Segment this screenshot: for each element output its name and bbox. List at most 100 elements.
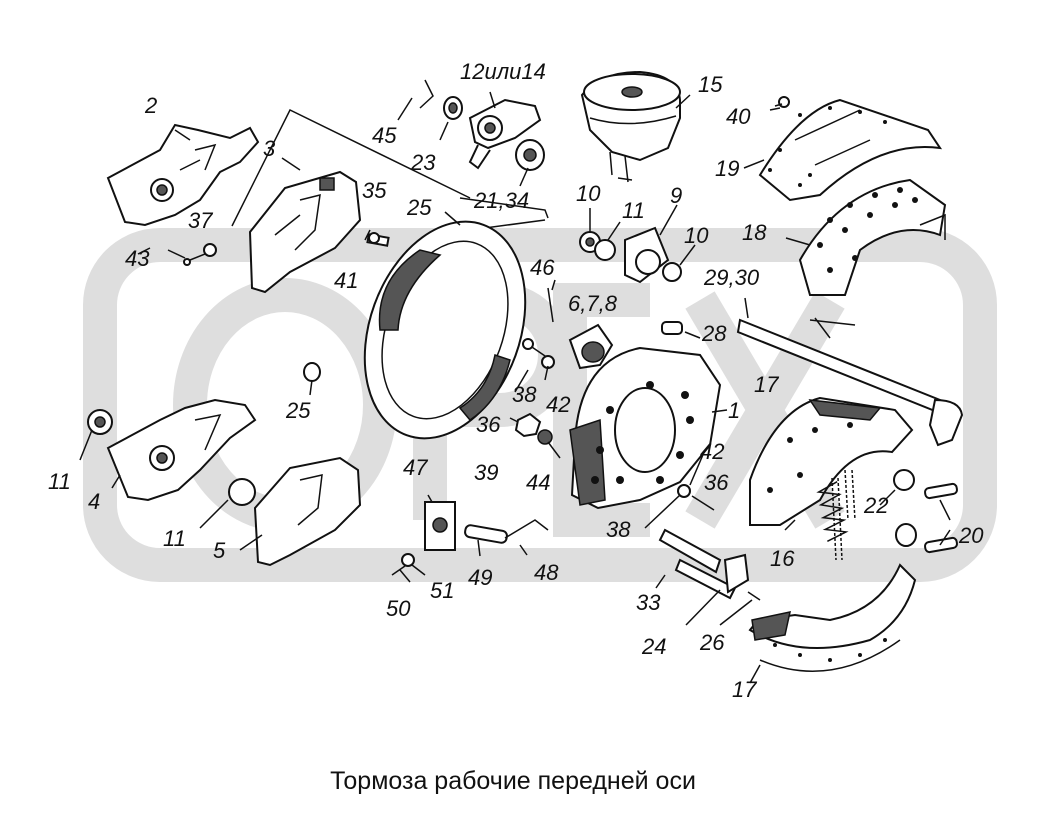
label-42-upper: 42 [546, 392, 570, 417]
label-21-34: 21,34 [473, 188, 529, 213]
label-23: 23 [410, 150, 436, 175]
label-19: 19 [715, 156, 739, 181]
bushing-22-upper [893, 469, 915, 491]
brake-shoe-17-lower [748, 563, 917, 672]
label-38-upper: 38 [512, 382, 537, 407]
link-plate-24 [723, 553, 750, 594]
bushing-22-lower [895, 523, 917, 547]
nut-39 [514, 412, 542, 438]
bushing-10-right [662, 262, 682, 282]
label-25-left: 25 [285, 398, 311, 423]
flange-9 [624, 226, 670, 284]
dust-shield-25 [363, 220, 527, 440]
label-9: 9 [670, 183, 682, 208]
label-33: 33 [636, 590, 661, 615]
label-22: 22 [863, 493, 888, 518]
label-17-lower: 17 [732, 677, 757, 702]
label-45: 45 [372, 123, 397, 148]
label-15: 15 [698, 72, 723, 97]
bolt-50-51 [391, 553, 415, 576]
label-37: 37 [188, 208, 213, 233]
label-1: 1 [728, 398, 740, 423]
camshaft-29-30 [736, 317, 964, 447]
watermark-frame [83, 228, 997, 582]
label-51: 51 [430, 578, 454, 603]
label-3: 3 [263, 136, 276, 161]
label-17-upper: 17 [754, 372, 779, 397]
bushing-11-upper [594, 239, 616, 261]
label-36-right: 36 [704, 470, 729, 495]
part-4-bracket-lower [106, 398, 257, 502]
brake-shoe-17-upper [749, 396, 914, 526]
bolt-35-41 [366, 232, 390, 247]
label-11-left: 11 [48, 469, 71, 494]
group-bracket-lines [231, 108, 549, 229]
label-5: 5 [213, 538, 226, 563]
spring-16 [816, 469, 856, 561]
pins-20 [924, 482, 958, 554]
label-11-lower: 11 [163, 526, 186, 551]
label-2: 2 [144, 93, 157, 118]
pin-49 [464, 524, 508, 544]
label-41: 41 [334, 268, 358, 293]
adjuster-lever-12-14 [468, 98, 542, 170]
sleeve-21-34 [515, 139, 545, 171]
label-35: 35 [362, 178, 387, 203]
plug-28 [661, 321, 683, 335]
label-42-lower: 42 [700, 439, 724, 464]
label-40: 40 [726, 104, 751, 129]
label-44: 44 [526, 470, 550, 495]
part-labels: 2 3 37 43 35 41 45 23 12или14 21,34 15 4… [48, 59, 984, 702]
brake-lining-19 [758, 98, 943, 202]
label-43: 43 [125, 246, 150, 271]
brake-lining-18 [798, 178, 947, 296]
washer-44 [537, 429, 553, 445]
washer-23 [443, 96, 463, 120]
part-2-bracket-upper [106, 123, 260, 227]
plate-47 [424, 501, 456, 551]
label-48: 48 [534, 560, 559, 585]
shaft-33 [658, 528, 737, 600]
label-49: 49 [468, 565, 492, 590]
nut-42-lower [677, 484, 691, 498]
pin-45 [419, 79, 434, 109]
screw-40 [774, 96, 790, 108]
label-20: 20 [958, 523, 984, 548]
label-39: 39 [474, 460, 498, 485]
diagram-caption: Тормоза рабочие передней оси [330, 767, 696, 795]
bushing-11-left-lower [228, 478, 256, 506]
label-29-30: 29,30 [703, 265, 760, 290]
bolt-36-lower [691, 495, 715, 511]
bushing-25-left [303, 362, 321, 382]
label-24: 24 [641, 634, 666, 659]
label-26: 26 [699, 630, 725, 655]
label-46: 46 [530, 255, 555, 280]
label-10-right: 10 [684, 223, 709, 248]
label-36-left: 36 [476, 412, 501, 437]
label-12-or-14: 12или14 [460, 59, 546, 84]
label-47: 47 [403, 455, 428, 480]
label-6-7-8: 6,7,8 [568, 291, 618, 316]
brake-chamber-15 [580, 70, 681, 183]
label-4: 4 [88, 489, 100, 514]
label-38-lower: 38 [606, 517, 631, 542]
bolt-37-43 [183, 243, 217, 266]
label-18: 18 [742, 220, 767, 245]
label-11-upper: 11 [622, 198, 645, 223]
bushing-11-left-upper [87, 409, 113, 435]
label-50: 50 [386, 596, 411, 621]
bolt-38-upper [522, 338, 549, 359]
wire-48 [504, 519, 549, 539]
housing-6-7-8 [568, 323, 614, 370]
anchor-plate-1 [569, 346, 722, 510]
label-25-upper: 25 [406, 195, 432, 220]
part-5-bracket [253, 456, 362, 567]
clip-26 [747, 591, 761, 601]
label-16: 16 [770, 546, 795, 571]
part-3-bracket [248, 170, 362, 294]
label-28: 28 [701, 321, 727, 346]
label-10-upper: 10 [576, 181, 601, 206]
pin-46 [547, 287, 554, 323]
